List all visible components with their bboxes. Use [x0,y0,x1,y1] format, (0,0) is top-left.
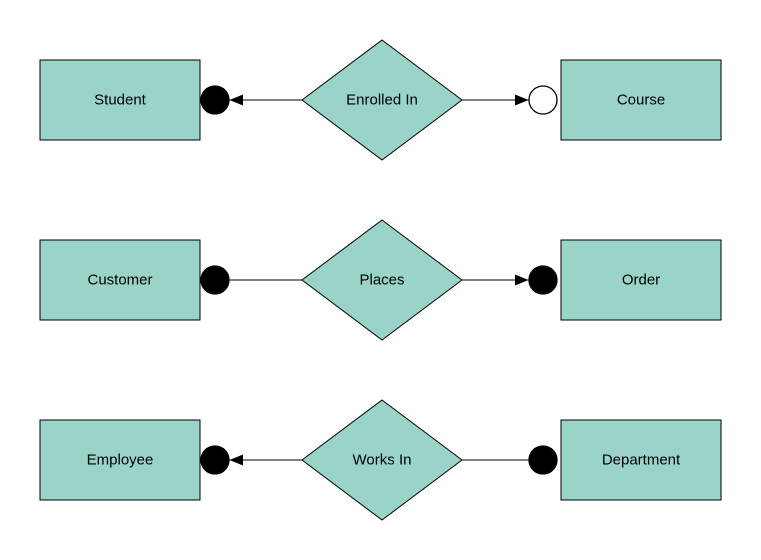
entity-course: Course [560,59,722,141]
right-arrowhead-icon [515,94,529,106]
relationship-enrolled-in: Enrolled In [301,39,463,161]
entity-student: Student [39,59,201,141]
left-connector-dot-filled [200,445,230,475]
right-connector-dot-hollow [528,85,558,115]
right-arrowhead-icon [515,274,529,286]
right-connector-dot-filled [528,265,558,295]
entity-label: Department [602,452,681,469]
relationship-diamond [301,399,463,521]
left-arrowhead-icon [229,94,243,106]
entity-label: Course [617,92,665,109]
entity-rectangle [39,59,201,141]
entity-employee: Employee [39,419,201,501]
entity-label: Order [622,272,660,289]
relationship-label: Works In [353,452,412,469]
entity-rectangle [560,419,722,501]
relationship-diamond [301,219,463,341]
left-connector-dot-filled [200,265,230,295]
entity-rectangle [560,239,722,321]
er-row-1: Student Course Enrolled In [39,39,722,161]
right-connector-dot-filled [528,445,558,475]
relationship-diamond [301,39,463,161]
entity-rectangle [39,419,201,501]
entity-customer: Customer [39,239,201,321]
entity-label: Student [94,92,147,109]
entity-label: Customer [87,272,152,289]
entity-label: Employee [87,452,154,469]
er-row-2: Customer Order Places [39,219,722,341]
relationship-label: Places [359,272,404,289]
entity-rectangle [560,59,722,141]
entity-order: Order [560,239,722,321]
left-arrowhead-icon [229,454,243,466]
relationship-places: Places [301,219,463,341]
relationship-works-in: Works In [301,399,463,521]
er-row-3: Employee Department Works In [39,399,722,521]
relationship-label: Enrolled In [346,92,418,109]
left-connector-dot-filled [200,85,230,115]
entity-rectangle [39,239,201,321]
entity-department: Department [560,419,722,501]
